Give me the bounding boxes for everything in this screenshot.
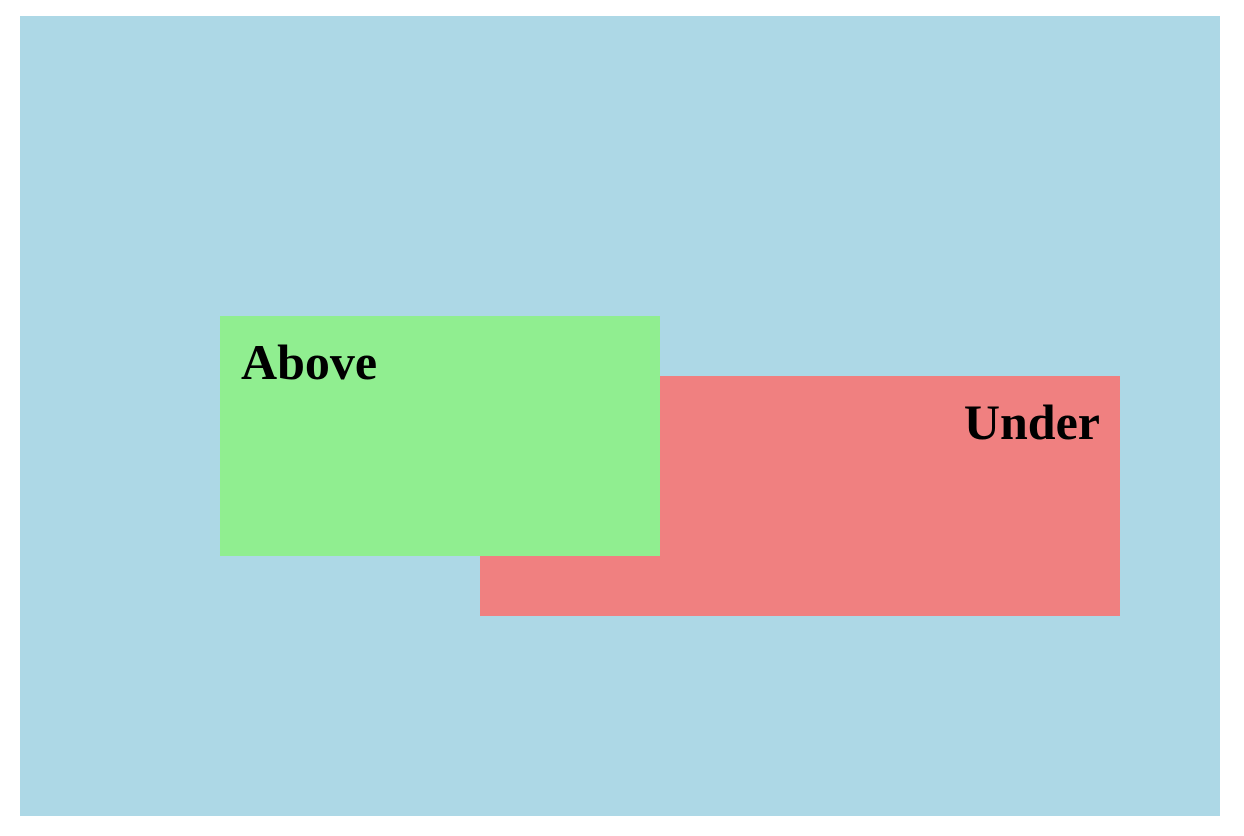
under-box-label: Under (963, 394, 1100, 450)
above-box-label: Above (241, 334, 378, 390)
above-box: Above (220, 316, 660, 556)
stage-container: Under Above (20, 16, 1220, 816)
